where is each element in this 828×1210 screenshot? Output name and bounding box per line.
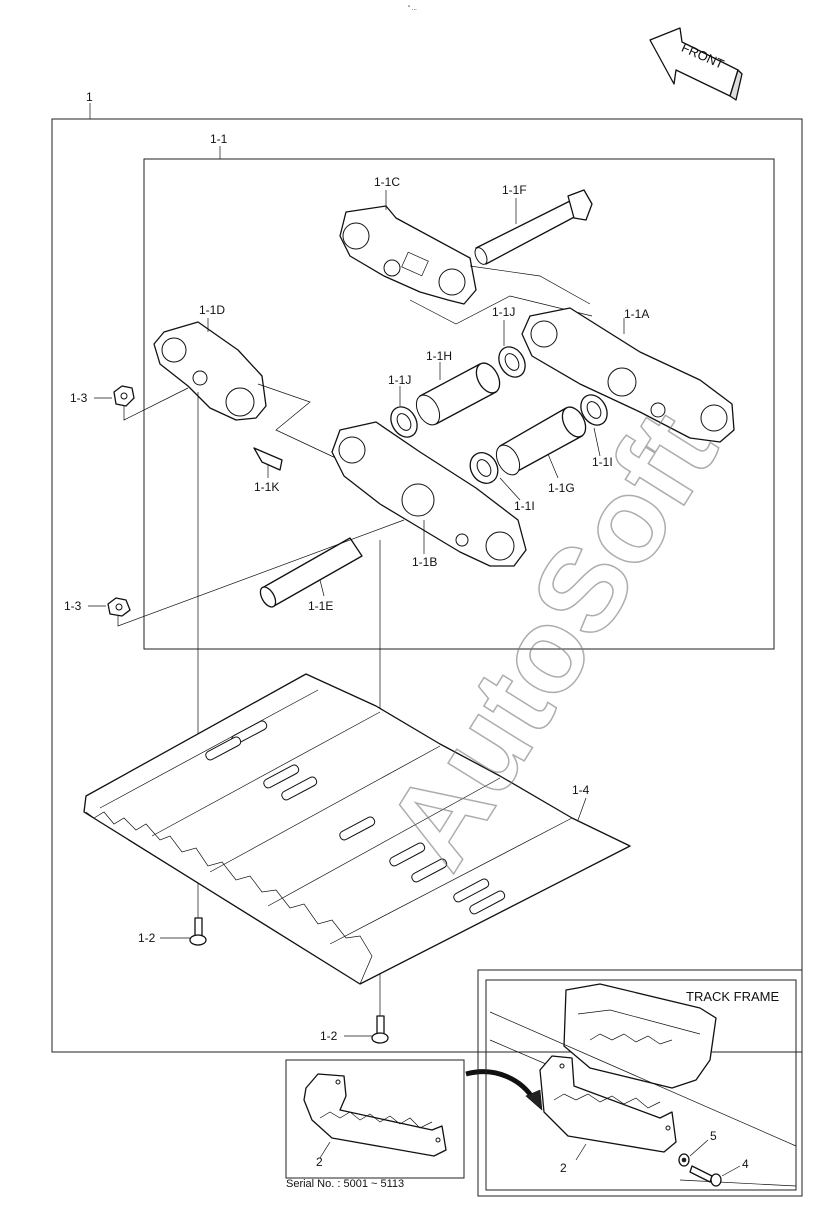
guard-box-left xyxy=(285,1059,465,1179)
label-pin-1f: 1-1F xyxy=(502,183,527,197)
nut-top xyxy=(113,385,135,407)
label-link-assy: 1-1 xyxy=(210,132,228,146)
label-bolt-b: 1-2 xyxy=(320,1029,338,1043)
label-pin-1e: 1-1E xyxy=(308,599,333,613)
label-nut-a: 1-3 xyxy=(70,391,88,405)
bushing-1g xyxy=(495,406,587,476)
label-seal-1i-b: 1-1I xyxy=(514,499,535,513)
shoe-slots xyxy=(205,720,506,915)
seal-1j-lower xyxy=(390,406,418,438)
label-seal-1i-a: 1-1I xyxy=(592,455,613,469)
track-link-1a xyxy=(521,307,735,443)
track-guard-left xyxy=(303,1073,447,1157)
label-pin-1k: 1-1K xyxy=(254,480,279,494)
label-bushing-1g: 1-1G xyxy=(548,481,575,495)
seal-1j-upper xyxy=(498,346,526,378)
label-guard-left: 2 xyxy=(316,1155,323,1169)
seal-1i-left xyxy=(469,452,499,484)
label-bushing-1h: 1-1H xyxy=(426,349,452,363)
track-shoe-assembly xyxy=(83,673,631,985)
track-frame-outer-box xyxy=(477,969,803,1197)
label-link-1a: 1-1A xyxy=(624,307,649,321)
front-arrow-icon: FRONT xyxy=(649,27,743,101)
curved-arrow-icon xyxy=(465,1069,543,1111)
label-link-1d: 1-1D xyxy=(199,303,225,317)
label-bolt-4: 4 xyxy=(742,1157,749,1171)
top-mark: " ... xyxy=(408,6,417,12)
track-link-1d xyxy=(153,321,267,421)
label-link-1c: 1-1C xyxy=(374,175,400,189)
bolt-left xyxy=(189,917,207,946)
serial-number: Serial No. : 5001 ~ 5113 xyxy=(286,1178,405,1190)
track-link-1c xyxy=(339,205,477,305)
label-link-1b: 1-1B xyxy=(412,555,437,569)
link-assy-frame xyxy=(143,158,775,650)
nut-bottom xyxy=(107,597,131,617)
track-guard-right xyxy=(539,1055,677,1153)
label-washer-5: 5 xyxy=(710,1129,717,1143)
track-link-1b xyxy=(331,421,527,567)
label-seal-1j-b: 1-1J xyxy=(388,373,411,387)
pin-1k xyxy=(253,447,283,471)
track-frame-label: TRACK FRAME xyxy=(686,989,780,1004)
assembly-frame xyxy=(51,118,803,1053)
track-frame-box xyxy=(485,979,797,1191)
track-pin-1f xyxy=(474,189,593,265)
bolt-right xyxy=(371,1015,389,1044)
bolt-4 xyxy=(689,1165,722,1187)
label-nut-b: 1-3 xyxy=(64,599,82,613)
track-pin-1e xyxy=(259,537,363,608)
track-frame-body xyxy=(489,983,797,1187)
label-seal-1j-a: 1-1J xyxy=(492,305,515,319)
label-assembly: 1 xyxy=(86,90,93,104)
seal-1i-right xyxy=(580,394,608,426)
washer-5 xyxy=(678,1153,690,1167)
label-guard-right: 2 xyxy=(560,1161,567,1175)
bushing-1h xyxy=(415,362,501,426)
label-bolt-a: 1-2 xyxy=(138,931,156,945)
label-shoe: 1-4 xyxy=(572,783,590,797)
